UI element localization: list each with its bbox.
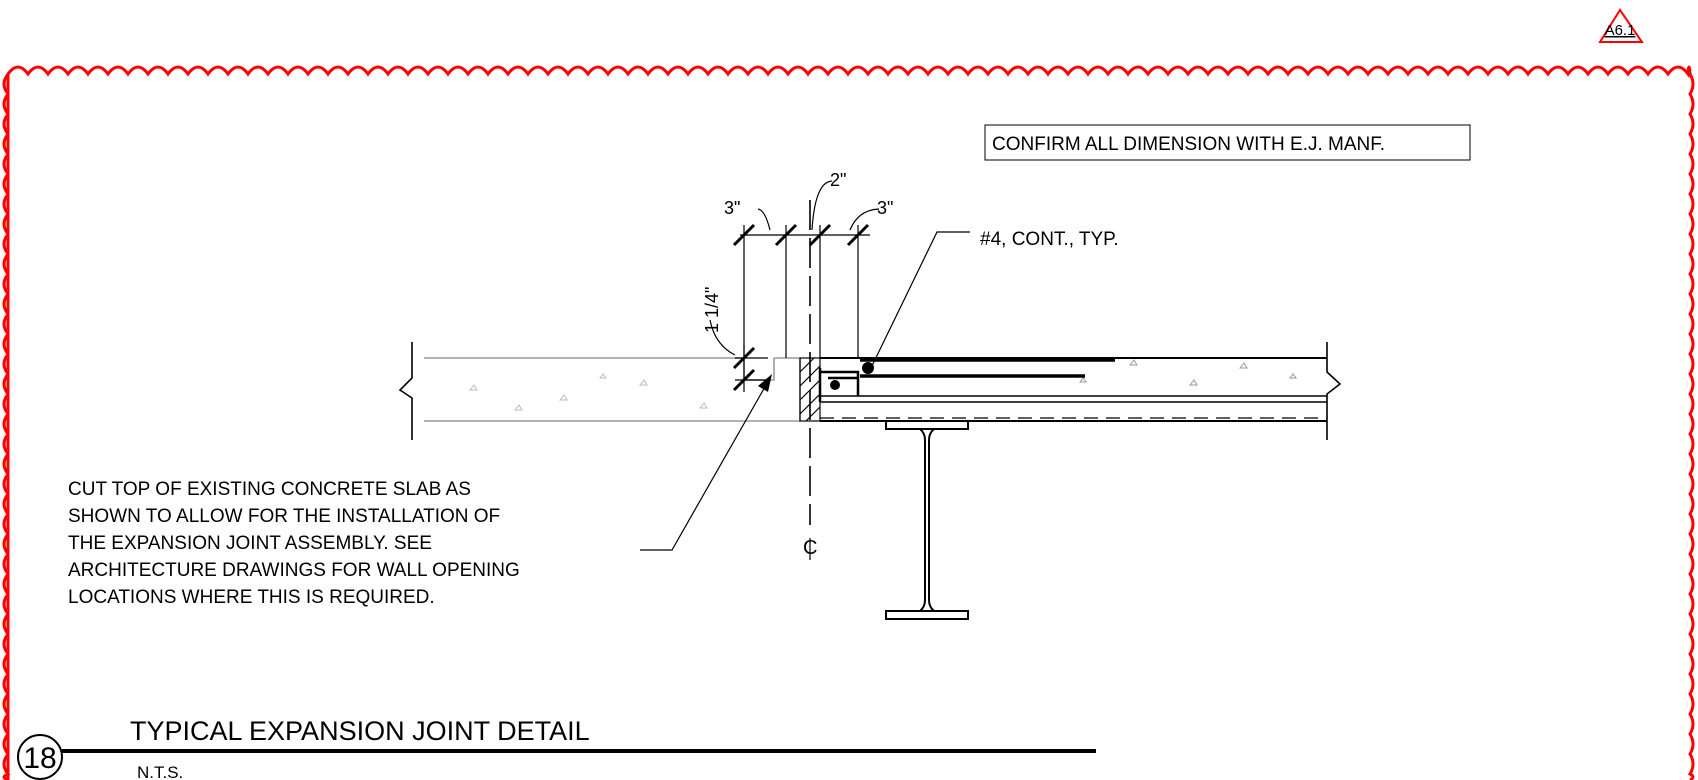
rebar-note: #4, CONT., TYP. bbox=[869, 229, 1119, 371]
cut-note-line: CUT TOP OF EXISTING CONCRETE SLAB AS bbox=[68, 479, 471, 500]
detail-title: TYPICAL EXPANSION JOINT DETAIL bbox=[130, 716, 590, 746]
detail-title-block: 18 TYPICAL EXPANSION JOINT DETAIL N.T.S. bbox=[17, 716, 1096, 780]
detail-number-bubble bbox=[17, 734, 63, 780]
confirm-note-text: CONFIRM ALL DIMENSION WITH E.J. MANF. bbox=[992, 134, 1385, 155]
dim-right-3: 3" bbox=[877, 198, 893, 218]
right-break-line bbox=[1326, 342, 1342, 440]
revision-tag-label: A6.1 bbox=[1605, 22, 1636, 39]
dim-mid-2: 2" bbox=[830, 170, 846, 190]
edge-angle-assembly bbox=[818, 368, 860, 402]
revision-tag: A6.1 bbox=[1598, 8, 1644, 43]
dimension-string bbox=[709, 180, 880, 392]
rebar-section-dot bbox=[862, 362, 874, 374]
leader-arrow-icon bbox=[758, 374, 772, 392]
cut-note-line: SHOWN TO ALLOW FOR THE INSTALLATION OF bbox=[68, 506, 500, 527]
centerline: C bbox=[803, 200, 817, 560]
cut-note-line: LOCATIONS WHERE THIS IS REQUIRED. bbox=[68, 587, 435, 608]
svg-text:CUT TOP OF EXISTING CONCRETE S: CUT TOP OF EXISTING CONCRETE SLAB AS SHO… bbox=[68, 479, 525, 608]
cut-note: CUT TOP OF EXISTING CONCRETE SLAB AS SHO… bbox=[68, 374, 772, 608]
new-slab-stipple bbox=[1079, 359, 1297, 386]
cut-note-line: ARCHITECTURE DRAWINGS FOR WALL OPENING bbox=[68, 560, 520, 581]
existing-slab-stipple bbox=[468, 373, 708, 411]
steel-beam bbox=[885, 420, 969, 620]
rebar-note-text: #4, CONT., TYP. bbox=[980, 229, 1119, 250]
confirm-dimension-note: CONFIRM ALL DIMENSION WITH E.J. MANF. bbox=[984, 124, 1471, 161]
revision-cloud bbox=[2, 65, 1695, 780]
new-concrete-slab bbox=[820, 357, 1327, 422]
detail-scale: N.T.S. bbox=[137, 763, 183, 780]
detail-number: 18 bbox=[23, 742, 56, 775]
rebar-section-dot bbox=[830, 380, 840, 390]
dim-left-3: 3" bbox=[724, 198, 740, 218]
dim-depth: 1 1/4" bbox=[702, 287, 722, 333]
revision-triangle-icon bbox=[1598, 8, 1644, 43]
cut-note-line: THE EXPANSION JOINT ASSEMBLY. SEE bbox=[68, 533, 432, 554]
left-break-line bbox=[398, 342, 413, 440]
rebar bbox=[830, 358, 1115, 390]
